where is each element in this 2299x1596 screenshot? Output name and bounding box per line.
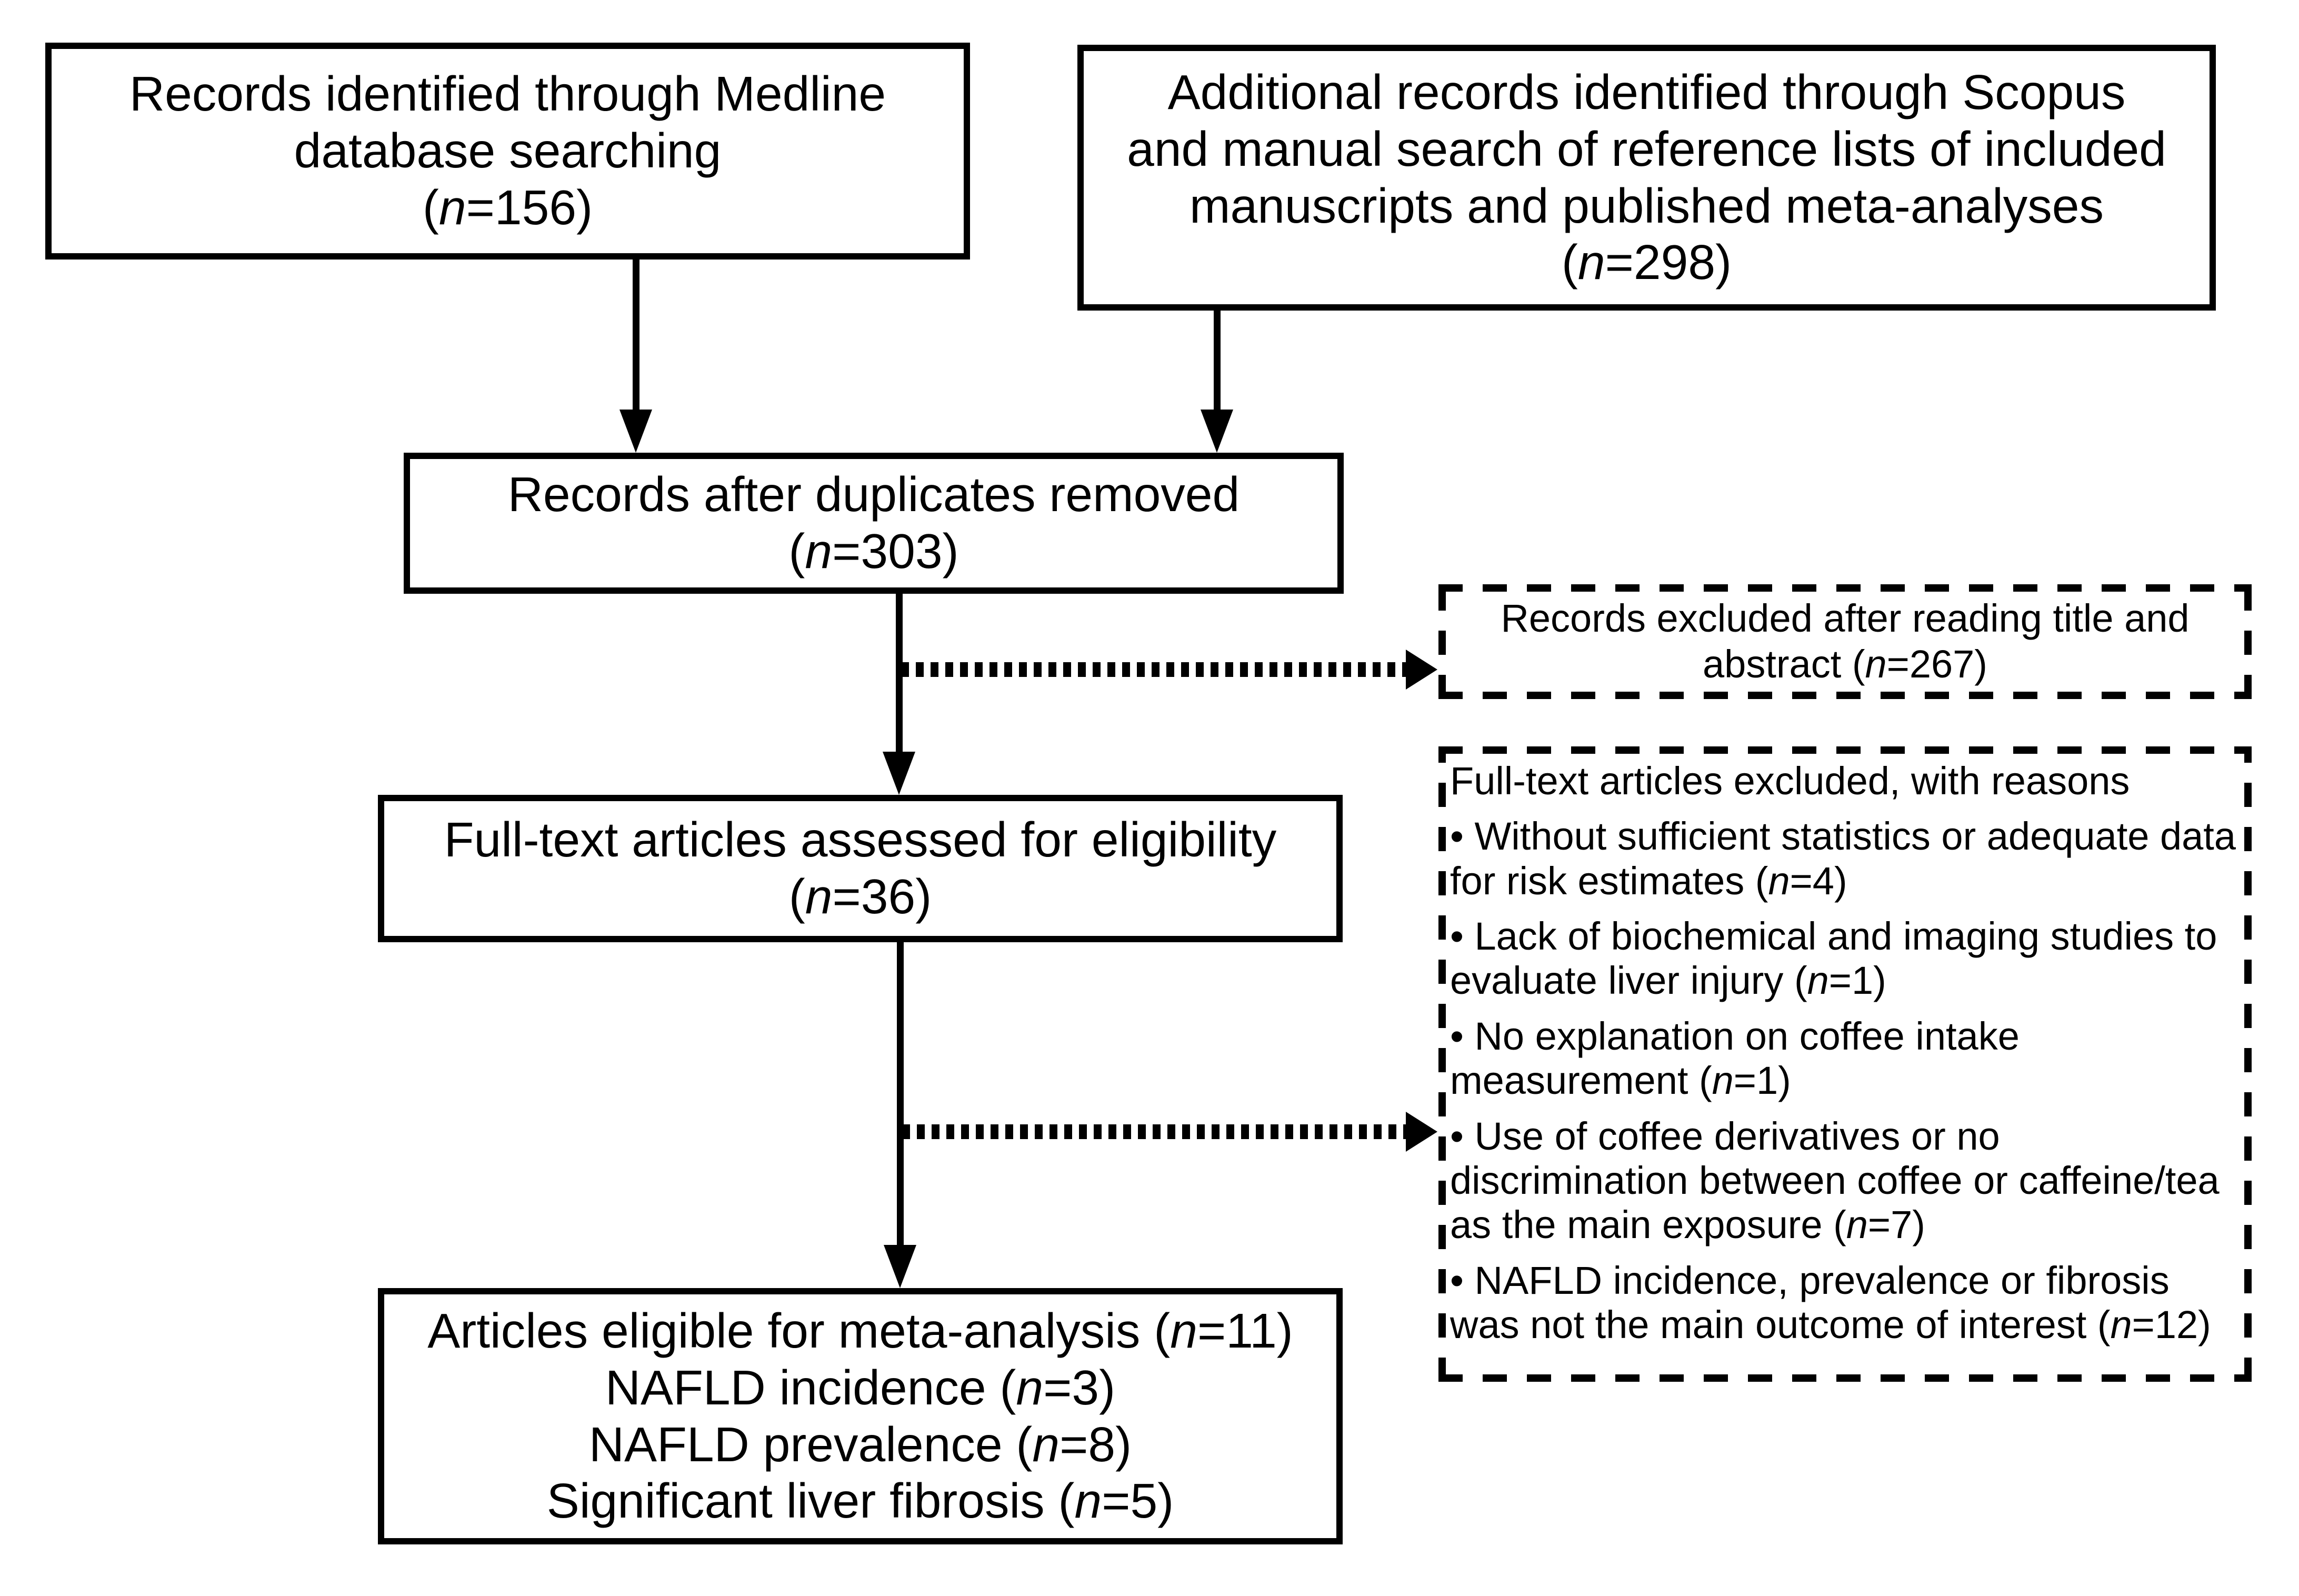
arrow-duplicates-to-fulltext-line bbox=[896, 593, 903, 753]
dashed-arrow-to-fulltext-excluded-line bbox=[902, 1124, 1407, 1139]
box-text-line: and manual search of reference lists of … bbox=[1127, 121, 2166, 176]
reasons-title: Full-text articles excluded, with reason… bbox=[1450, 759, 2130, 803]
box-text-line: Significant liver fibrosis (n=5) bbox=[546, 1473, 1174, 1529]
box-text-line: Articles eligible for meta-analysis (n=1… bbox=[427, 1303, 1293, 1358]
box-records-excluded-title-abstract: Records excluded after reading title and… bbox=[1438, 584, 2252, 699]
box-text-line: Records excluded after reading title and bbox=[1501, 596, 2190, 641]
reason-item: • Lack of biochemical and imaging studie… bbox=[1450, 914, 2217, 1003]
reason-item: • Without sufficient statistics or adequ… bbox=[1450, 814, 2236, 903]
arrow-scopus-to-duplicates-line bbox=[1214, 310, 1221, 411]
box-text-line: database searching bbox=[294, 123, 722, 178]
arrow-medline-to-duplicates-head bbox=[619, 410, 652, 453]
box-text-line: (n=298) bbox=[1561, 235, 1732, 290]
arrow-fulltext-to-eligible-line bbox=[897, 941, 904, 1245]
box-articles-eligible: Articles eligible for meta-analysis (n=1… bbox=[378, 1288, 1343, 1544]
box-text-line: Additional records identified through Sc… bbox=[1167, 64, 2126, 119]
box-text-line: (n=303) bbox=[788, 524, 959, 578]
box-text-line: manuscripts and published meta-analyses bbox=[1190, 178, 2104, 233]
box-records-medline: Records identified through Medline datab… bbox=[45, 43, 970, 260]
dashed-arrow-to-records-excluded-line bbox=[901, 662, 1407, 677]
box-text-line: Full-text articles assessed for eligibil… bbox=[444, 812, 1277, 867]
box-additional-records-scopus: Additional records identified through Sc… bbox=[1077, 45, 2216, 311]
arrow-scopus-to-duplicates-head bbox=[1201, 410, 1233, 453]
reason-item: • NAFLD incidence, prevalence or fibrosi… bbox=[1450, 1258, 2211, 1346]
box-records-after-duplicates: Records after duplicates removed (n=303) bbox=[404, 453, 1344, 594]
reason-item: • Use of coffee derivatives or no discri… bbox=[1450, 1114, 2220, 1247]
box-text-line: Records identified through Medline bbox=[129, 66, 886, 122]
arrow-fulltext-to-eligible-head bbox=[884, 1245, 916, 1288]
box-text-line: abstract (n=267) bbox=[1703, 642, 1987, 686]
reason-item: • No explanation on coffee intake measur… bbox=[1450, 1014, 2020, 1103]
arrow-duplicates-to-fulltext-head bbox=[883, 752, 915, 795]
box-fulltext-assessed: Full-text articles assessed for eligibil… bbox=[378, 795, 1343, 942]
dashed-arrow-to-fulltext-excluded-head bbox=[1406, 1112, 1437, 1152]
arrow-medline-to-duplicates-line bbox=[633, 258, 639, 411]
box-text-line: NAFLD incidence (n=3) bbox=[605, 1360, 1116, 1415]
box-text-line: NAFLD prevalence (n=8) bbox=[588, 1417, 1132, 1472]
dashed-arrow-to-records-excluded-head bbox=[1406, 650, 1437, 690]
box-text-line: (n=36) bbox=[788, 869, 932, 924]
box-text-line: Records after duplicates removed bbox=[507, 467, 1240, 522]
box-fulltext-excluded-reasons: Full-text articles excluded, with reason… bbox=[1438, 746, 2252, 1382]
box-text-line: (n=156) bbox=[422, 179, 593, 235]
